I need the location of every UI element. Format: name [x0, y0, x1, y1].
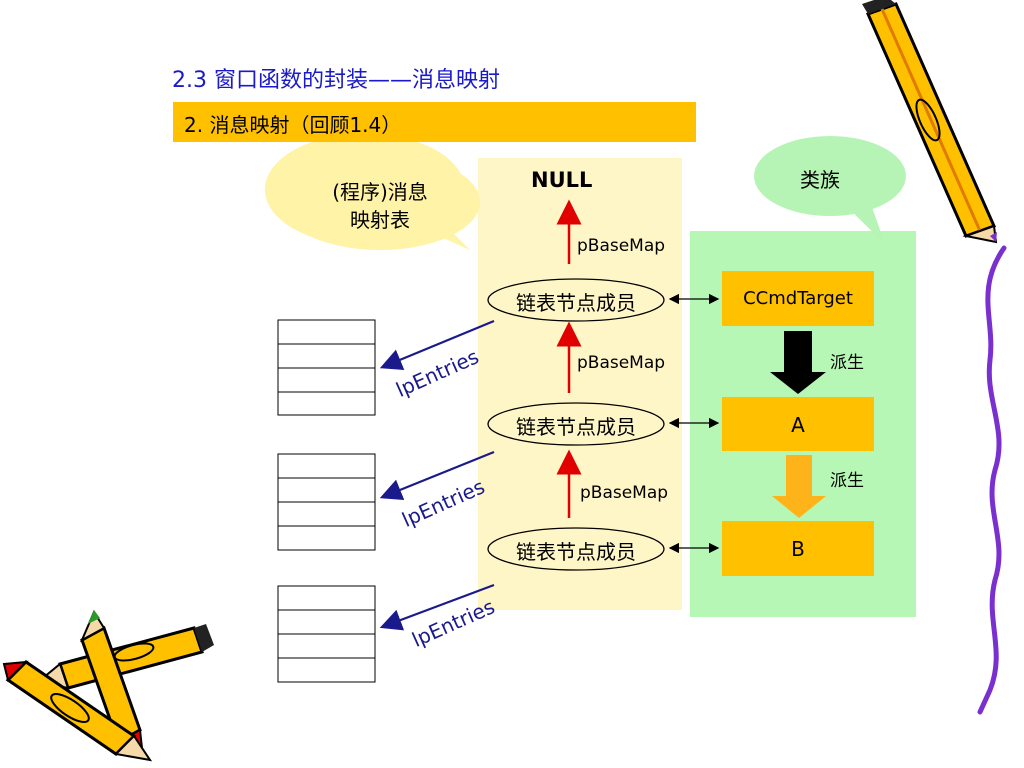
- pbasemap-label-1: pBaseMap: [577, 236, 666, 256]
- slide-title: 2.3 窗口函数的封装——消息映射: [172, 68, 500, 93]
- list-node-label-1: 链表节点成员: [516, 291, 636, 315]
- class-family-callout-label: 类族: [800, 168, 840, 192]
- entries-table-1: [277, 319, 376, 416]
- lpentries-arrow-3: [379, 583, 495, 631]
- null-label: NULL: [531, 168, 593, 192]
- entries-table-2: [277, 453, 376, 551]
- class-family-callout: [754, 136, 906, 216]
- list-node-label-3: 链表节点成员: [516, 540, 636, 564]
- pencil-icon-bottom-left-3: [2, 660, 153, 762]
- class-label-ccmdtarget: CCmdTarget: [743, 288, 853, 309]
- class-label-a: A: [791, 413, 805, 437]
- pbasemap-label-2: pBaseMap: [577, 353, 666, 373]
- list-node-1: [487, 278, 665, 322]
- message-map-callout-line2: 映射表: [350, 208, 410, 232]
- list-node-2: [487, 402, 665, 446]
- lpentries-arrow-1: [379, 319, 495, 370]
- derive-label-2: 派生: [830, 471, 864, 491]
- subtitle-bar: [173, 102, 696, 142]
- slide-subtitle: 2. 消息映射（回顾1.4）: [184, 113, 402, 137]
- list-node-3: [487, 527, 665, 571]
- purple-squiggle-decoration: [977, 245, 1007, 715]
- class-box-a: [722, 397, 874, 451]
- pencil-icon-bottom-left-1: [35, 624, 214, 690]
- entries-table-3: [277, 585, 376, 683]
- lpentries-arrow-2: [379, 450, 495, 501]
- derive-arrow-black: [770, 331, 826, 394]
- class-box-b: [722, 521, 874, 576]
- class-label-b: B: [791, 537, 805, 561]
- pbasemap-label-3: pBaseMap: [580, 483, 669, 503]
- derive-arrow-orange: [772, 455, 826, 518]
- list-node-label-2: 链表节点成员: [516, 415, 636, 439]
- message-map-callout-body: [280, 154, 480, 250]
- class-box-ccmdtarget: [722, 271, 874, 326]
- message-map-callout-line1: (程序)消息: [332, 180, 428, 204]
- derive-label-1: 派生: [830, 353, 864, 373]
- pencil-icon-top-right: [862, 0, 998, 244]
